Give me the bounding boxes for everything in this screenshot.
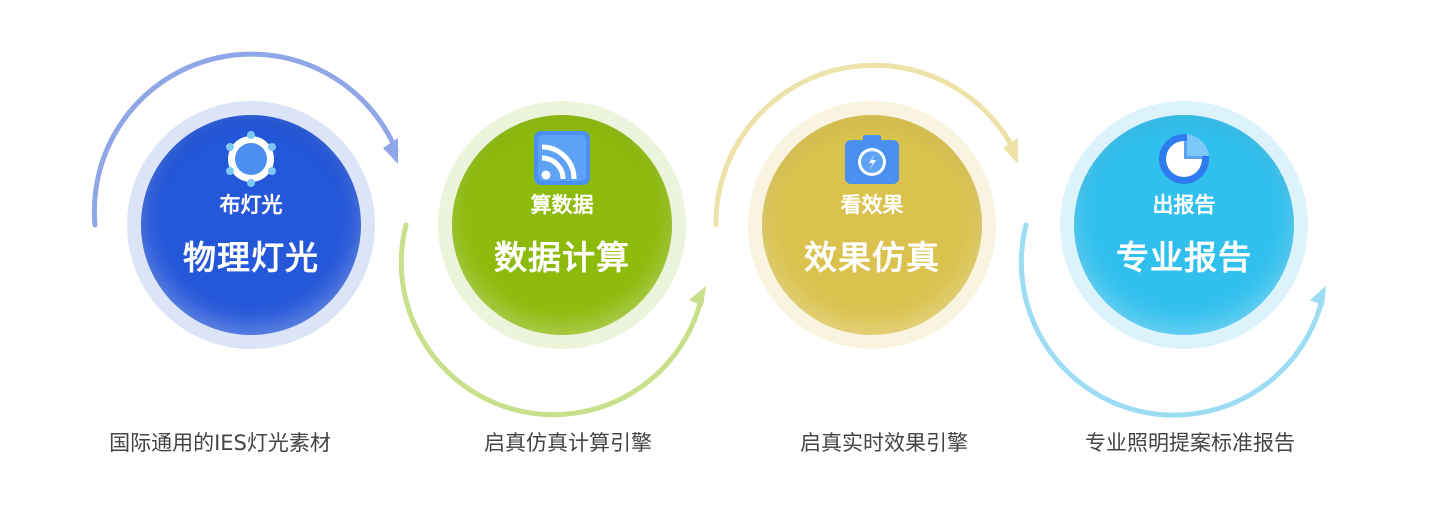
flow-arrowhead-1	[383, 138, 398, 164]
step-label: 看效果	[840, 193, 904, 217]
flow-arc-2	[398, 222, 704, 418]
cast-screen-icon	[534, 131, 590, 185]
flow-arc-1	[91, 51, 399, 228]
flow-arrowhead-2	[689, 286, 706, 306]
camera-icon	[845, 135, 899, 184]
step-title: 数据计算	[494, 238, 630, 277]
flow-arrowhead-3	[1003, 138, 1018, 164]
flow-arrowhead-4	[1310, 286, 1326, 306]
step-physical-lighting: 布灯光 物理灯光	[127, 101, 375, 349]
flow-arc-3	[713, 62, 1017, 228]
step-effect-simulation: 看效果 效果仿真	[748, 101, 996, 349]
step-data-calculation: 算数据 数据计算	[438, 101, 686, 349]
pie-chart-icon	[1159, 134, 1209, 184]
step-title: 效果仿真	[804, 238, 940, 277]
step-description-2: 启真仿真计算引擎	[484, 431, 652, 455]
step-label: 算数据	[530, 193, 594, 217]
step-title: 物理灯光	[183, 238, 319, 277]
step-description-1: 国际通用的IES灯光素材	[109, 431, 331, 455]
step-label: 出报告	[1152, 193, 1216, 217]
step-title: 专业报告	[1116, 238, 1252, 277]
lighting-node-icon	[226, 131, 276, 187]
flow-arc-4	[1018, 222, 1325, 418]
step-label: 布灯光	[219, 193, 283, 217]
step-description-4: 专业照明提案标准报告	[1085, 431, 1295, 455]
step-professional-report: 出报告 专业报告	[1060, 101, 1308, 349]
step-description-3: 启真实时效果引擎	[800, 431, 968, 455]
